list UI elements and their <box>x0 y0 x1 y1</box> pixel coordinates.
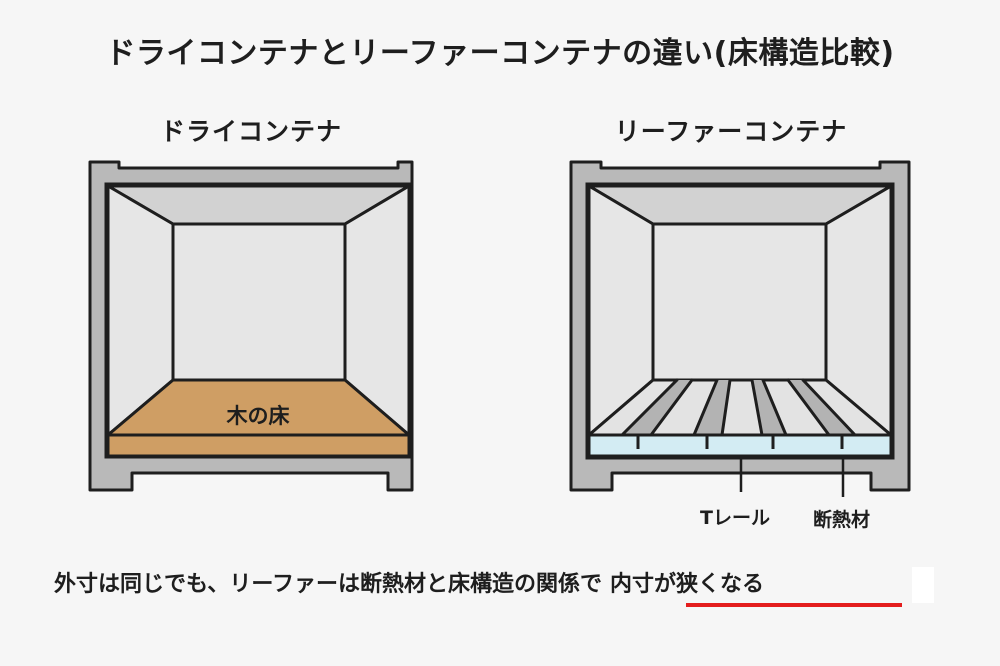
wood-floor-label: 木の床 <box>226 404 290 428</box>
insulation-label: 断熱材 <box>813 509 871 531</box>
caption-text: 外寸は同じでも、リーファーは断熱材と床構造の関係で <box>54 572 603 597</box>
t-rail-strip <box>622 380 692 435</box>
caption: 外寸は同じでも、リーファーは断熱材と床構造の関係で内寸が狭くなる <box>54 566 764 598</box>
t-rail-stems <box>636 435 844 449</box>
dry-container-heading: ドライコンテナ <box>159 117 342 146</box>
dry-floor-slab <box>106 433 411 458</box>
t-rail-label: Tレール <box>700 507 770 529</box>
reefer-back-wall <box>651 222 828 382</box>
dry-back-wall <box>171 222 347 382</box>
t-rail-strip <box>694 380 730 435</box>
caption-emphasis: 内寸が狭くなる <box>610 572 765 597</box>
reefer-container-diagram <box>569 160 911 497</box>
reefer-container-heading: リーファーコンテナ <box>614 117 848 146</box>
blank-box <box>912 567 934 603</box>
reefer-insulation-slab <box>587 433 893 458</box>
dry-container-diagram <box>88 160 414 492</box>
page-title: ドライコンテナとリーファーコンテナの違い(床構造比較) <box>105 36 895 71</box>
emphasis-underline <box>686 603 902 607</box>
t-rail-strip <box>788 380 855 435</box>
